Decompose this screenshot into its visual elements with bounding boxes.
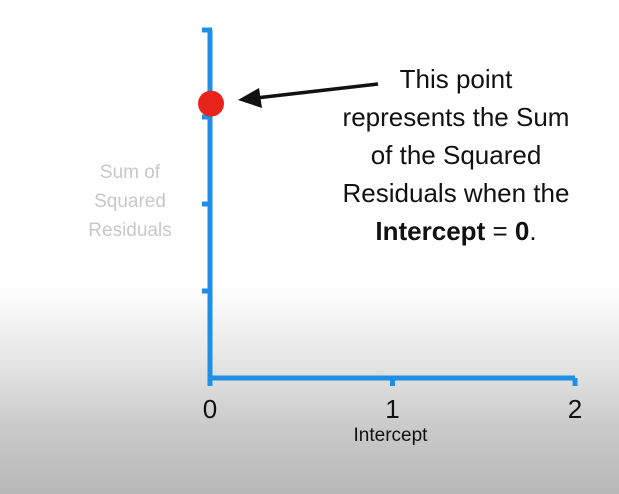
annotation-line-5: Intercept = 0. (300, 212, 612, 250)
y-axis-label-line-1: Sum of (99, 162, 161, 183)
annotation-line-3: of the Squared (370, 140, 542, 170)
annotation-equals: = (485, 216, 515, 246)
annotation-arrow (238, 82, 379, 108)
annotation-bold-word: Intercept (375, 216, 486, 246)
annotation-line-1: This point (399, 64, 513, 94)
annotation-line-2: represents the Sum (342, 102, 570, 132)
y-axis-label-line-3: Residuals (88, 220, 172, 241)
data-points (198, 90, 224, 117)
x-tick-label-0: 0 (203, 394, 217, 424)
annotation-bold-value: 0 (514, 216, 530, 246)
annotation-line-4: Residuals when the (342, 178, 570, 208)
x-tick-label-1: 1 (385, 394, 399, 424)
arrow-head (238, 88, 262, 108)
annotation-text: This point represents the Sum of the Squ… (300, 60, 612, 250)
y-axis-label-line-2: Squared (94, 191, 166, 212)
annotation-tail: . (529, 216, 537, 246)
x-axis-label: Intercept (354, 425, 429, 446)
x-tick-label-2: 2 (568, 394, 582, 424)
data-point-1 (198, 90, 224, 117)
y-axis-label: Sum of Squared Residuals (70, 158, 190, 245)
arrow-shaft (255, 82, 379, 100)
